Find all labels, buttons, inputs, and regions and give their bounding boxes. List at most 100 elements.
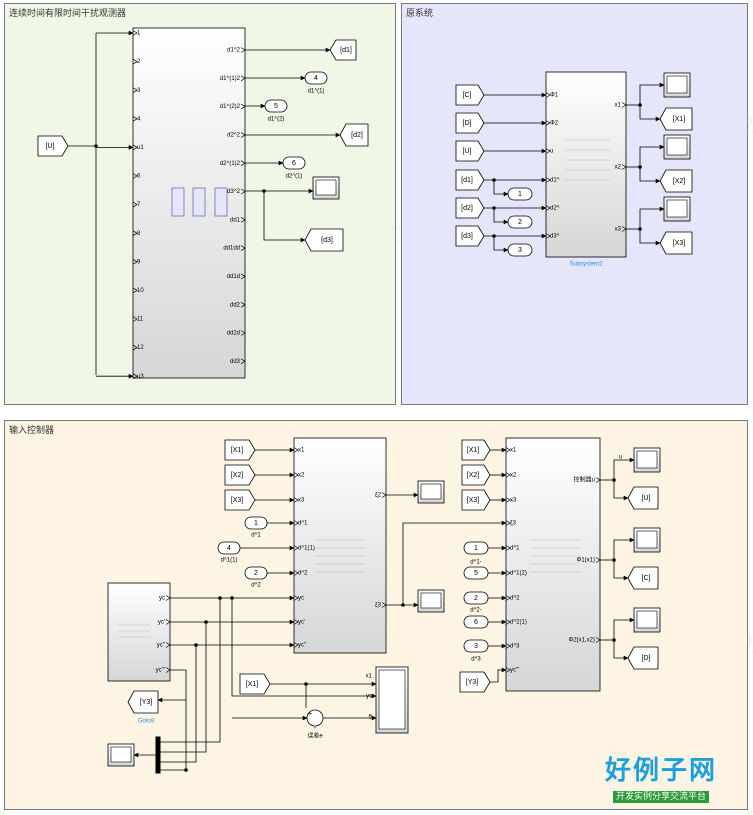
plant-goto-wire	[639, 105, 661, 122]
plant-in-port-label: d3^	[550, 234, 560, 240]
plant-out-port-label: x3	[615, 227, 622, 233]
input-port-arrow	[132, 373, 138, 379]
controller1-in2-label: d^2	[251, 583, 261, 589]
observer-out6-label: d2^(1)	[286, 174, 303, 180]
controller1-in-port-label: yc	[298, 596, 304, 602]
controller2-in-num-label: d^1-	[470, 560, 482, 566]
controller2-from-y3: [Y3]	[466, 679, 479, 686]
controller1-from-tag: [X1]	[231, 447, 244, 454]
controller2-out-port-label: Φ2(x1,x2)	[569, 638, 595, 644]
controller2-goto-wire	[613, 480, 629, 501]
observer-in-port-label: 8	[137, 231, 141, 237]
observer-from-u-shape	[37, 135, 69, 157]
sum-minus-sign: -	[314, 725, 317, 732]
controller2-in-num: 3	[474, 643, 478, 650]
yc3-to-mux	[160, 669, 187, 771]
controller2-in-num-label: d^2-	[470, 608, 482, 614]
signal-generator-port-label: yc'	[158, 620, 165, 626]
controller2-in-num: 6	[474, 619, 478, 626]
output-port-arrow	[240, 245, 246, 251]
input-port-arrow	[505, 497, 511, 503]
signal-generator-port-label: yc''	[157, 643, 165, 649]
input-port-arrow	[545, 120, 551, 126]
input-port-arrow	[505, 667, 511, 673]
goto-y3-shape	[127, 690, 159, 714]
observer-goto-d2: [d2]	[351, 132, 363, 139]
input-port-arrow	[293, 570, 299, 576]
branch-point	[184, 768, 188, 772]
controller2-out-port-label: Φ1(x1)	[577, 558, 595, 564]
controller2-y3-wire	[490, 667, 507, 683]
observer-goto-d2-shape	[339, 123, 369, 147]
observer-goto-d3-shape	[304, 228, 344, 252]
observer-in-port-label: 11	[137, 317, 144, 323]
observer-out4-shape	[304, 71, 328, 85]
plant-area-title: 原系统	[406, 9, 434, 19]
plant-out-num: 1	[518, 191, 522, 198]
controller2-from-tag: [X1]	[467, 447, 480, 454]
plant-from-tag: [d2]	[461, 205, 473, 212]
input-port-arrow	[545, 148, 551, 154]
observer-in-port-label: u1	[137, 145, 144, 151]
plant-in-port-label: Φ1	[550, 93, 559, 99]
input-port-arrow	[293, 472, 299, 478]
d3-goto-wire	[263, 191, 306, 243]
plant-from-tag-shape	[455, 225, 485, 247]
plant-in-port-label: d2^	[550, 206, 560, 212]
input-port-arrow	[132, 201, 138, 208]
input-port-arrow	[132, 259, 138, 265]
controller2-goto-tag-shape	[627, 646, 659, 670]
input-port-arrow	[132, 316, 138, 322]
observer-out-port-label: d1^(2)2	[220, 104, 241, 110]
controller2-from-tag-shape	[461, 489, 491, 511]
controller2-goto-wire	[613, 560, 629, 581]
plant-from-tag: [d1]	[461, 177, 473, 184]
input-port-arrow	[293, 447, 299, 453]
observer-in-port-label: 9	[137, 259, 141, 265]
controller1-in-port-label: d^2	[298, 571, 308, 577]
observer-out5-label: d1^(2)	[268, 117, 285, 123]
controller2-in-num: 5	[474, 570, 478, 577]
controller2-in-num-label: d^3	[471, 657, 481, 663]
error-sum-name: 误差e	[307, 732, 323, 740]
controller1-in-port-label: d^1(1)	[298, 546, 315, 552]
controller2-goto-tag: [D]	[642, 655, 651, 662]
sum-plus-sign: +	[308, 711, 312, 718]
controller2-in-port-label: d^1	[510, 546, 520, 552]
plant-out-port-label: x1	[615, 103, 622, 109]
controller2-from-tag-shape	[461, 439, 491, 461]
controller1-in-port-label: x3	[298, 498, 305, 504]
mux-bar	[155, 736, 161, 774]
input-port-arrow	[132, 30, 138, 36]
plant-scope-screen	[666, 137, 688, 156]
observer-out-port-label: dd3	[230, 359, 241, 365]
output-port-arrow	[240, 217, 246, 223]
signal-generator-port-label: yc'''	[156, 668, 165, 674]
controller1-in-port-label: x1	[298, 448, 305, 454]
controller2-from-y3-shape	[459, 671, 491, 693]
controller2-in-port-label: x1	[510, 448, 517, 454]
input-port-arrow	[545, 233, 551, 239]
observer-out-port-label: d1^2	[227, 48, 240, 54]
controller1-in-port-label: yc''	[298, 643, 306, 649]
controller1-in4-label: d^1(1)	[221, 558, 238, 564]
observer-in-port-label: 3	[137, 88, 141, 94]
input-port-arrow	[505, 595, 511, 601]
goto-y3: [Y3]	[140, 699, 153, 706]
plant-out-num-wire	[493, 180, 509, 197]
observer-in-port-label: 12	[137, 345, 144, 351]
plant-goto-tag: [X1]	[673, 116, 686, 123]
yc1-to-mux	[160, 622, 207, 753]
plant-from-tag: [C]	[463, 92, 472, 99]
plant-out-num-shape	[507, 187, 533, 201]
controller1-subsystem	[293, 437, 387, 654]
observer-goto-d1-shape	[329, 39, 357, 61]
plant-scope-wire	[639, 206, 665, 229]
input-port-arrow	[132, 230, 138, 236]
plant-goto-tag-shape	[659, 107, 693, 131]
plant-out-num-wire	[493, 208, 509, 225]
plant-out-num-shape	[507, 243, 533, 257]
controller2-goto-tag-shape	[627, 566, 659, 590]
controller1-in-port-label: yc'	[298, 620, 305, 626]
